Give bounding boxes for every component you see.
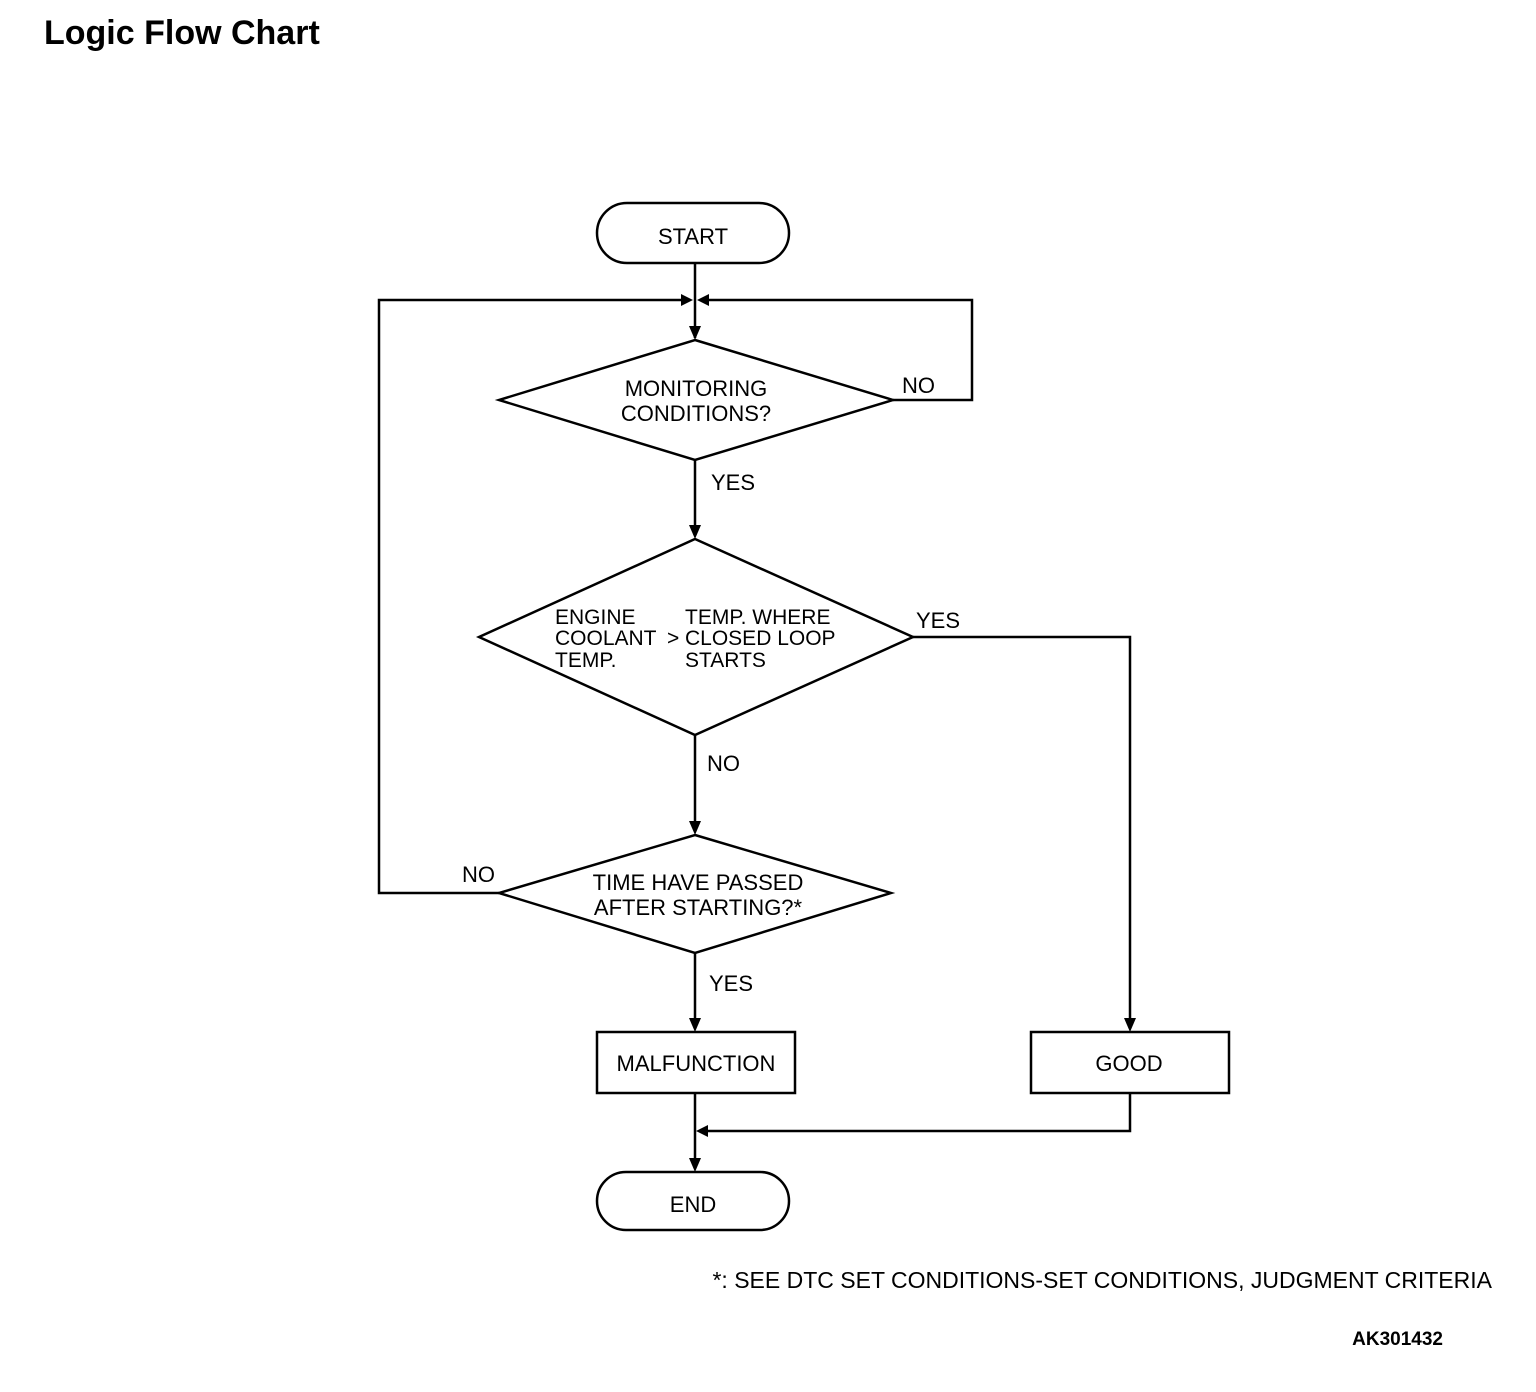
monitoring-label-line1: MONITORING [625, 376, 768, 401]
coolant-left-line3: TEMP. [555, 649, 616, 672]
coolant-yes-label: YES [916, 608, 960, 633]
arrowhead [689, 326, 701, 340]
arrowhead [689, 525, 701, 539]
time-label-line2: AFTER STARTING?* [594, 895, 803, 920]
monitoring-label-line2: CONDITIONS? [621, 401, 771, 426]
end-label: END [670, 1192, 716, 1217]
arrowhead [689, 821, 701, 835]
malfunction-box [595, 1030, 797, 1095]
time-no-label: NO [462, 862, 495, 887]
time-label-line1: TIME HAVE PASSED [593, 870, 804, 895]
monitoring-no-loop [706, 298, 974, 402]
coolant-operator: > [667, 627, 679, 650]
start-terminator [595, 201, 791, 265]
arrowhead [689, 1018, 701, 1032]
arrowhead [697, 294, 709, 306]
coolant-left-line1: ENGINE [555, 606, 636, 629]
figure-code: AK301432 [1352, 1329, 1443, 1350]
coolant-no-label: NO [707, 751, 740, 776]
start-label: START [658, 224, 728, 249]
monitoring-yes-label: YES [711, 470, 755, 495]
good-label: GOOD [1095, 1051, 1162, 1076]
arrowhead [689, 1158, 701, 1172]
good-box [1029, 1030, 1231, 1095]
arrowhead [1124, 1018, 1136, 1032]
coolant-right-line2: CLOSED LOOP [685, 627, 836, 650]
monitoring-no-label: NO [902, 373, 935, 398]
arrowhead [696, 1125, 708, 1137]
coolant-right-line1: TEMP. WHERE [685, 606, 830, 629]
arrowhead [681, 294, 693, 306]
malfunction-label: MALFUNCTION [617, 1051, 776, 1076]
coolant-right-line3: STARTS [685, 649, 766, 672]
time-no-loop [377, 298, 684, 895]
end-terminator [595, 1170, 791, 1232]
page-title: Logic Flow Chart [44, 14, 320, 52]
good-to-end-connector [706, 1093, 1132, 1133]
coolant-left-line2: COOLANT [555, 627, 657, 650]
coolant-yes-connector [913, 635, 1132, 1020]
footnote: *: SEE DTC SET CONDITIONS-SET CONDITIONS… [712, 1267, 1492, 1293]
time-yes-label: YES [709, 971, 753, 996]
